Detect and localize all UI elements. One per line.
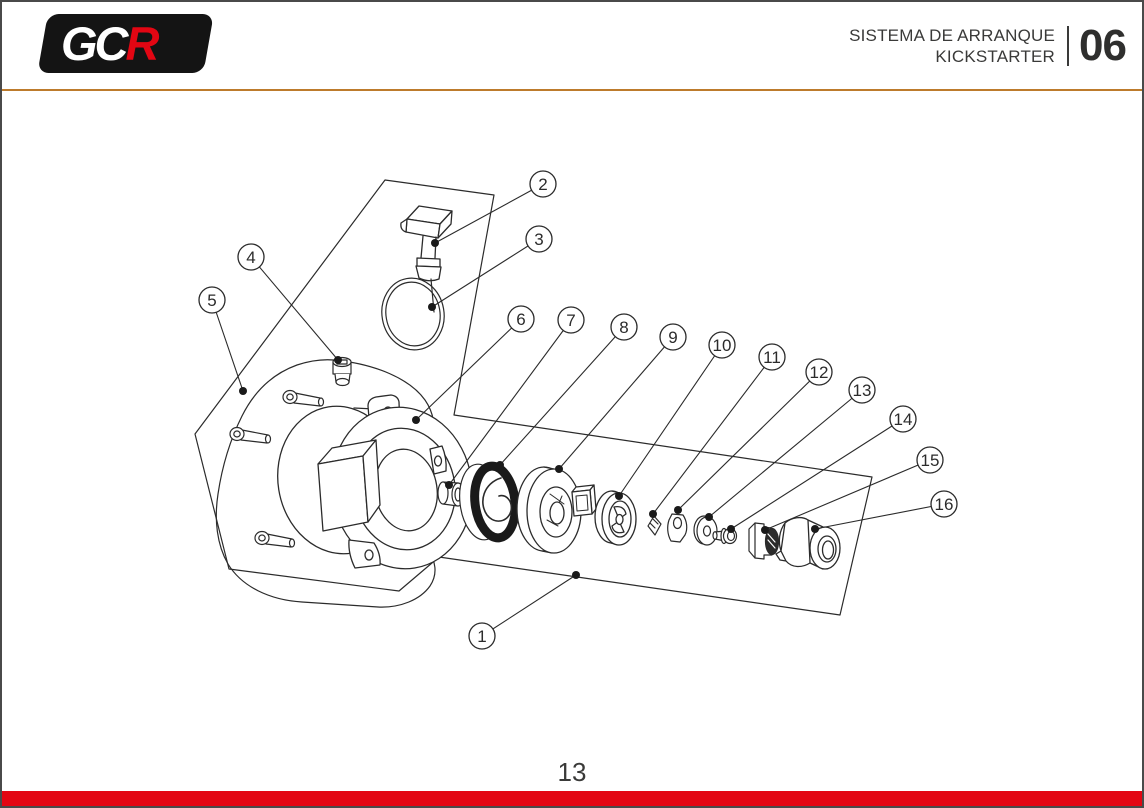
- callout-7-number: 7: [566, 311, 575, 330]
- leader-line-1: [481, 574, 577, 637]
- callout-3-number: 3: [534, 230, 543, 249]
- leader-line-15: [764, 459, 931, 531]
- callout-12: 12: [805, 358, 833, 386]
- leader-line-9: [558, 336, 674, 470]
- callout-16-number: 16: [935, 495, 954, 514]
- leader-line-10: [618, 344, 723, 497]
- page-number: 13: [557, 757, 587, 787]
- leader-dot-9: [555, 465, 563, 473]
- leader-dot-10: [615, 492, 623, 500]
- part-starter-handle: [400, 205, 453, 282]
- part-recoil-spring: [459, 461, 520, 543]
- header-section-block: SISTEMA DE ARRANQUE KICKSTARTER 06: [849, 21, 1127, 70]
- leader-line-3: [431, 238, 540, 308]
- leader-line-4: [250, 256, 339, 361]
- leader-line-7: [448, 319, 572, 486]
- callout-9-number: 9: [668, 328, 677, 347]
- leader-dot-13: [705, 513, 713, 521]
- logo-text: GCR: [61, 17, 160, 70]
- part-pawl-plate: [667, 513, 688, 543]
- part-starter-rope: [381, 277, 445, 351]
- callout-13: 13: [848, 376, 876, 404]
- footer-red-bar: [2, 791, 1142, 806]
- callout-13-number: 13: [853, 381, 872, 400]
- gasket-bolt-1: [282, 389, 325, 407]
- leader-dot-7: [445, 481, 453, 489]
- leader-line-11: [652, 356, 773, 515]
- leader-dot-3: [428, 303, 436, 311]
- leader-line-16: [814, 503, 945, 530]
- callout-1: 1: [468, 622, 496, 650]
- callout-1-number: 1: [477, 627, 486, 646]
- callout-16: 16: [930, 490, 958, 518]
- callout-2-number: 2: [538, 175, 547, 194]
- callout-12-number: 12: [810, 363, 829, 382]
- section-title-line1: SISTEMA DE ARRANQUE: [849, 26, 1056, 45]
- part-pawl: [647, 515, 662, 536]
- part-gasket: [215, 359, 436, 608]
- section-title: SISTEMA DE ARRANQUE KICKSTARTER: [849, 25, 1055, 67]
- callout-2: 2: [529, 170, 557, 198]
- leader-line-14: [730, 418, 904, 530]
- callout-14: 14: [889, 405, 917, 433]
- callout-8: 8: [610, 313, 638, 341]
- part-starter-drum: [775, 516, 841, 570]
- leader-line-12: [677, 371, 820, 511]
- callout-15: 15: [916, 446, 944, 474]
- leader-line-6: [415, 318, 522, 421]
- part-ratchet: [594, 490, 637, 546]
- leader-dot-14: [727, 525, 735, 533]
- header-divider: [1067, 26, 1070, 66]
- callout-14-number: 14: [894, 410, 913, 429]
- leader-dot-16: [811, 525, 819, 533]
- callout-11: 11: [758, 343, 786, 371]
- section-number: 06: [1079, 21, 1127, 70]
- callout-6-number: 6: [516, 310, 525, 329]
- leader-line-2: [434, 183, 544, 244]
- logo-plate: [39, 14, 213, 73]
- gasket-bolt-2: [229, 426, 272, 444]
- leader-dot-4: [334, 356, 342, 364]
- section-title-line2: KICKSTARTER: [935, 47, 1056, 66]
- leader-dot-1: [572, 571, 580, 579]
- logo-text-r: R: [126, 17, 160, 70]
- callout-5-number: 5: [207, 291, 216, 310]
- callout-9: 9: [659, 323, 687, 351]
- callout-11-number: 11: [763, 348, 781, 367]
- leader-line-13: [708, 389, 863, 518]
- callout-4: 4: [237, 243, 265, 271]
- part-starter-cover: [277, 394, 473, 570]
- callouts: 1 2 3 4 5 6 7: [198, 170, 958, 650]
- callout-4-number: 4: [246, 248, 255, 267]
- part-bolt: [712, 527, 738, 545]
- callout-3: 3: [525, 225, 553, 253]
- leader-dot-6: [412, 416, 420, 424]
- exploded-view-boundary: [194, 179, 873, 616]
- callout-6: 6: [507, 305, 535, 333]
- leader-line-8: [499, 326, 625, 466]
- header-rule: [2, 89, 1142, 91]
- gasket-bolt-3: [254, 530, 296, 548]
- logo-text-gc: GC: [61, 17, 130, 70]
- callout-10: 10: [708, 331, 736, 359]
- part-rope-pulley: [516, 466, 597, 554]
- leader-dot-2: [431, 239, 439, 247]
- part-rope-guide: [332, 356, 352, 387]
- leader-dot-5: [239, 387, 247, 395]
- gcr-logo: GCR: [39, 14, 213, 73]
- callout-8-number: 8: [619, 318, 628, 337]
- leader-dot-8: [496, 461, 504, 469]
- part-washer: [693, 515, 718, 546]
- callout-5: 5: [198, 286, 226, 314]
- leader-line-5: [211, 299, 244, 392]
- leader-lines: [211, 183, 945, 637]
- leader-dot-11: [649, 510, 657, 518]
- callout-10-number: 10: [713, 336, 732, 355]
- callout-15-number: 15: [921, 451, 940, 470]
- leader-dot-15: [761, 526, 769, 534]
- leader-dot-12: [674, 506, 682, 514]
- callout-7: 7: [557, 306, 585, 334]
- leader-dots: [239, 239, 819, 579]
